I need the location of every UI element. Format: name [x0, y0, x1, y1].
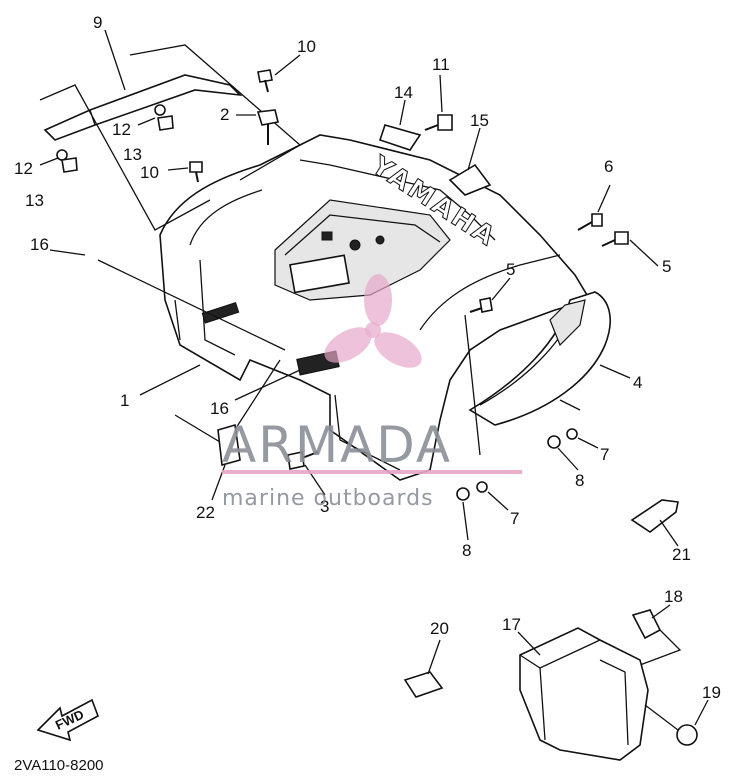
- label-10-top: 10: [297, 37, 316, 56]
- label-14: 14: [394, 83, 413, 102]
- pad-20: [403, 671, 444, 698]
- label-9: 9: [93, 13, 102, 32]
- label-13-lower: 13: [25, 191, 44, 210]
- label-13-upper: 13: [123, 145, 142, 164]
- label-20: 20: [430, 619, 449, 638]
- top-rails: [43, 74, 492, 196]
- label-10-lower: 10: [140, 163, 159, 182]
- label-16-lower: 16: [210, 399, 229, 418]
- label-6: 6: [604, 157, 613, 176]
- label-2: 2: [220, 105, 229, 124]
- label-12-upper: 12: [112, 120, 131, 139]
- label-18: 18: [664, 587, 683, 606]
- label-4: 4: [633, 373, 642, 392]
- label-3: 3: [320, 497, 329, 516]
- label-17: 17: [502, 615, 521, 634]
- propeller-logo: [324, 274, 422, 368]
- box-17: [519, 609, 698, 761]
- watermark-brand: ARMADA: [222, 416, 452, 474]
- label-12-lower: 12: [14, 159, 33, 178]
- leader-lines: [39, 29, 709, 726]
- label-1: 1: [120, 391, 129, 410]
- label-7-right: 7: [600, 445, 609, 464]
- bracket-21: [630, 499, 679, 533]
- label-5-right: 5: [662, 257, 671, 276]
- drawing-code: 2VA110-8200: [14, 757, 104, 774]
- label-16-upper: 16: [30, 235, 49, 254]
- label-11: 11: [432, 55, 450, 74]
- watermark: ARMADA marine outboards: [222, 274, 522, 511]
- label-8-lower: 8: [462, 541, 471, 560]
- label-7-lower: 7: [510, 509, 519, 528]
- fwd-arrow: FWD: [36, 698, 99, 742]
- label-21: 21: [672, 545, 691, 564]
- label-19: 19: [702, 683, 721, 702]
- hardware: [56, 69, 629, 501]
- watermark-underline: [222, 470, 522, 474]
- label-8-right: 8: [575, 471, 584, 490]
- part-labels: 9 10 11 14 15 2 12 13 12 13 10 6 16 5 5 …: [14, 13, 721, 702]
- side-cover: [468, 291, 611, 426]
- label-22: 22: [196, 503, 215, 522]
- label-5-center: 5: [506, 260, 515, 279]
- label-15: 15: [470, 111, 489, 130]
- watermark-tagline: marine outboards: [222, 486, 434, 511]
